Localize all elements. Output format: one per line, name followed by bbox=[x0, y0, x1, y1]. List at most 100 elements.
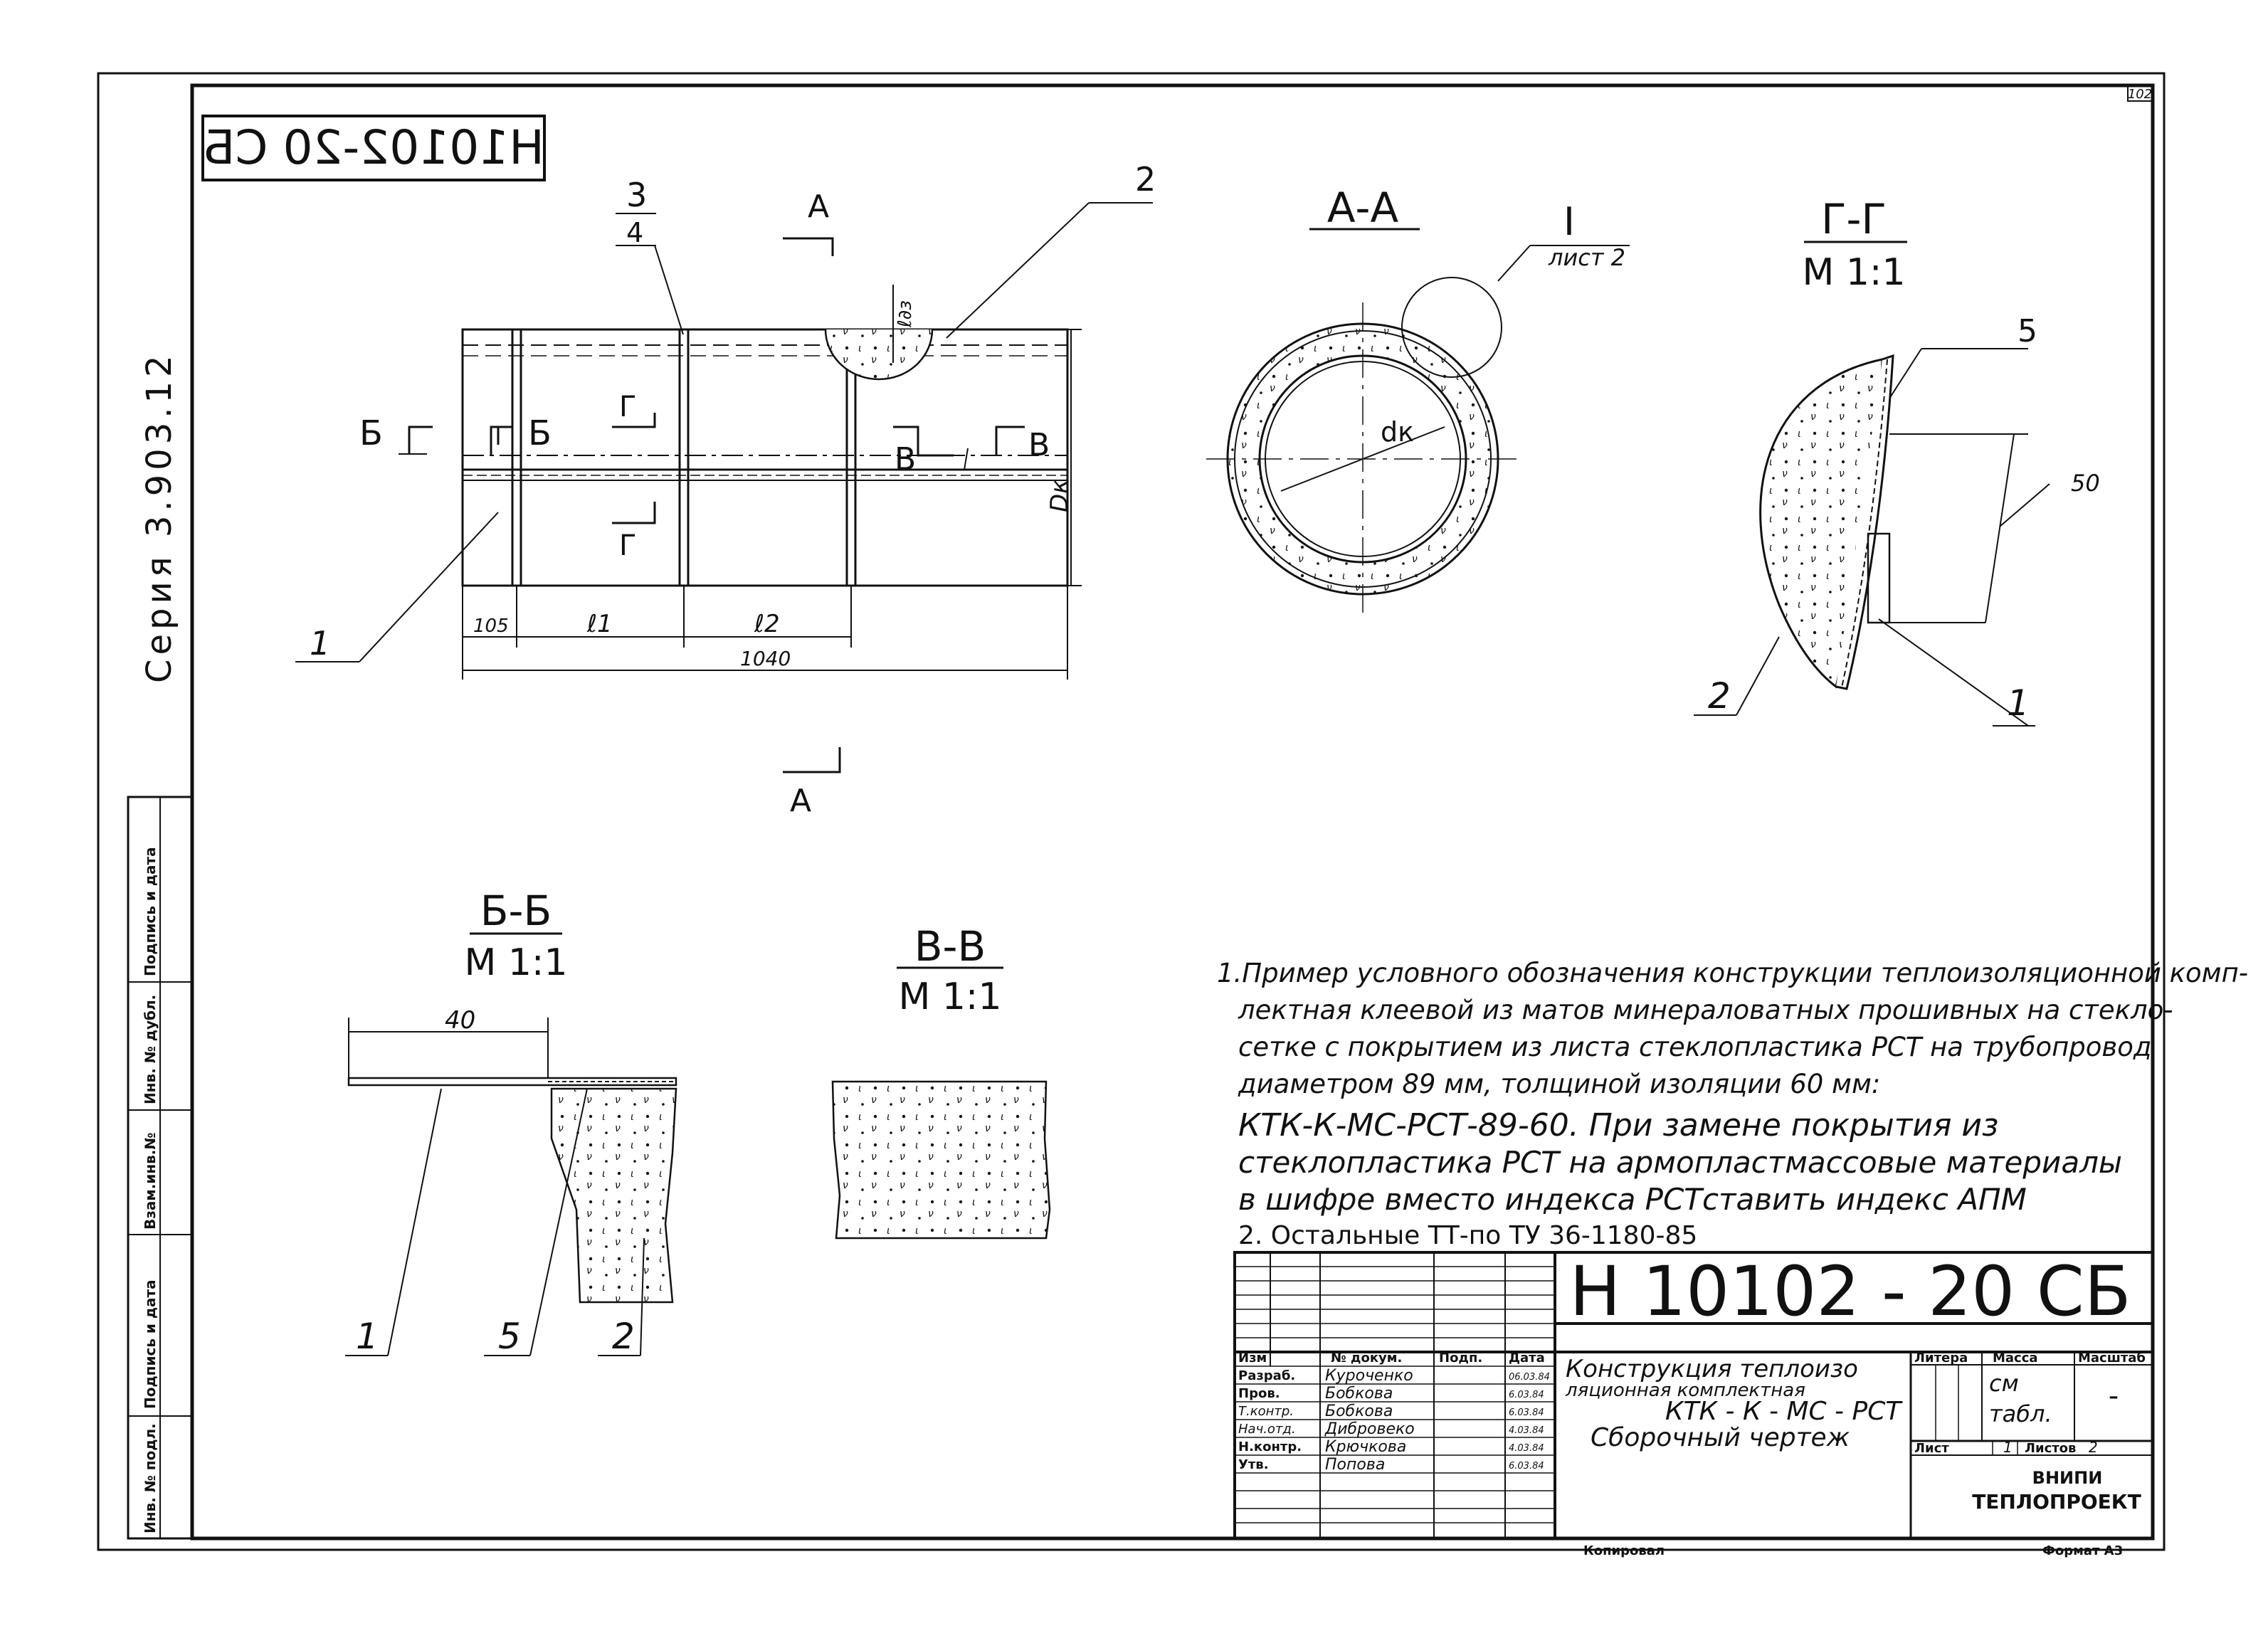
aa-dim-dk: dк bbox=[1381, 416, 1414, 448]
pos-1: 1 bbox=[310, 624, 330, 662]
outer-border bbox=[97, 72, 2166, 1551]
tb-date-3: 4.03.84 bbox=[1509, 1425, 1544, 1436]
tb-col-date: Дата bbox=[1509, 1351, 1545, 1366]
tb-masshtab-value: - bbox=[2109, 1380, 2119, 1412]
dim-l1: ℓ1 bbox=[586, 610, 613, 638]
tb-date-4: 4.03.84 bbox=[1509, 1443, 1544, 1454]
tb-massa-value-1: см bbox=[1989, 1370, 2019, 1397]
section-vv-title: В-В bbox=[914, 922, 986, 971]
tb-org-1: ВНИПИ bbox=[2032, 1468, 2103, 1488]
tb-code: Н 10102 - 20 СБ bbox=[1569, 1252, 2131, 1331]
tb-listov-label: Листов bbox=[2025, 1441, 2076, 1456]
note-line-7: в шифре вместо индекса РСТставить индекс… bbox=[1238, 1182, 2027, 1217]
tb-copied: Копировал bbox=[1583, 1543, 1665, 1558]
detail-i-label: I bbox=[1563, 199, 1575, 244]
section-aa: А-А dк I лист 2 bbox=[1206, 184, 1630, 616]
tb-list-label: Лист bbox=[1914, 1441, 1949, 1456]
tb-date-2: 6.03.84 bbox=[1509, 1407, 1544, 1418]
stamp-vzam-inv: Взам.инв.№ bbox=[142, 1133, 159, 1230]
tb-litera: Литера bbox=[1914, 1351, 1968, 1366]
section-gg: Г-Г М 1:1 50 5 2 1 bbox=[1694, 195, 2100, 727]
tb-role-3: Нач.отд. bbox=[1238, 1422, 1296, 1437]
tb-org-2: ТЕПЛОПРОЕКТ bbox=[1972, 1490, 2141, 1514]
series-label: Серия 3.903.12 bbox=[139, 351, 179, 683]
cut-v-right: В bbox=[1028, 427, 1050, 463]
section-vv-scale: М 1:1 bbox=[898, 976, 1001, 1018]
note-line-6: стеклопластика РСТ на армопластмассовые … bbox=[1238, 1145, 2122, 1180]
bb-pos-2: 2 bbox=[612, 1316, 635, 1357]
title-block-text: Н 10102 - 20 СБ Конструкция теплоизо ляц… bbox=[1238, 1252, 2146, 1558]
cut-a-bottom: А bbox=[790, 783, 811, 819]
cut-b-right: Б bbox=[528, 413, 552, 453]
note-line-2: лектная клеевой из матов минераловатных … bbox=[1238, 995, 2173, 1025]
gg-pos-1: 1 bbox=[2007, 682, 2030, 724]
mirrored-code-box bbox=[201, 115, 546, 181]
cut-v-left: В bbox=[895, 441, 916, 477]
section-vv: В-В М 1:1 bbox=[831, 922, 1051, 1240]
tb-massa-value-2: табл. bbox=[1989, 1400, 2052, 1427]
tb-role-4: Н.контр. bbox=[1238, 1440, 1302, 1454]
bb-pos-5: 5 bbox=[498, 1316, 521, 1357]
tb-role-0: Разраб. bbox=[1238, 1368, 1295, 1383]
tb-listov-value: 2 bbox=[2089, 1439, 2098, 1456]
tb-date-5: 6.03.84 bbox=[1509, 1461, 1544, 1472]
pos-3: 3 bbox=[626, 176, 647, 214]
section-bb: Б-Б М 1:1 40 1 5 2 bbox=[345, 887, 677, 1357]
section-gg-title: Г-Г bbox=[1821, 195, 1887, 243]
tb-title-3: КТК - К - МС - РСТ bbox=[1665, 1397, 1903, 1426]
tb-col-doc: № докум. bbox=[1331, 1351, 1402, 1366]
section-bb-scale: М 1:1 bbox=[464, 941, 567, 984]
tb-name-4: Крючкова bbox=[1325, 1438, 1406, 1456]
tb-role-5: Утв. bbox=[1238, 1457, 1269, 1472]
cut-a-top: А bbox=[808, 189, 829, 225]
tb-name-2: Бобкова bbox=[1325, 1403, 1393, 1420]
note-line-1: 1.Пример условного обозначения конструкц… bbox=[1217, 958, 2248, 988]
tb-name-5: Попова bbox=[1325, 1456, 1385, 1474]
stamp-sign-date-2: Подпись и дата bbox=[142, 847, 159, 976]
tb-massa: Масса bbox=[1993, 1351, 2038, 1366]
dim-lb: ℓ∂з bbox=[895, 300, 916, 328]
side-stamp: Инв. № подл. Подпись и дата Взам.инв.№ И… bbox=[127, 796, 194, 1540]
tb-role-2: Т.контр. bbox=[1238, 1404, 1294, 1419]
mirrored-code: Н10102-20 СБ bbox=[203, 120, 544, 175]
tb-name-3: Дибровеко bbox=[1324, 1420, 1415, 1438]
dim-1040: 1040 bbox=[740, 647, 791, 670]
tb-title-1: Конструкция теплоизо bbox=[1566, 1355, 1858, 1383]
stamp-sign-date-1: Подпись и дата bbox=[142, 1279, 159, 1409]
tb-title-2: ляционная комплектная bbox=[1565, 1380, 1805, 1401]
section-gg-scale: М 1:1 bbox=[1802, 251, 1905, 294]
dim-105: 105 bbox=[473, 616, 509, 637]
dim-l2: ℓ2 bbox=[754, 610, 780, 638]
tb-title-4: Сборочный чертеж bbox=[1591, 1423, 1850, 1452]
tb-date-1: 6.03.84 bbox=[1509, 1390, 1544, 1400]
tb-role-1: Пров. bbox=[1238, 1386, 1280, 1401]
gg-pos-2: 2 bbox=[1708, 675, 1731, 717]
main-view bbox=[295, 202, 1153, 773]
bb-pos-1: 1 bbox=[356, 1316, 379, 1357]
tb-masshtab: Масштаб bbox=[2078, 1351, 2146, 1366]
note-line-8: 2. Остальные ТТ-по ТУ 36-1180-85 bbox=[1238, 1221, 1697, 1250]
tb-date-0: 06.03.84 bbox=[1509, 1372, 1550, 1383]
notes: 1.Пример условного обозначения конструкц… bbox=[1217, 958, 2248, 1250]
title-block bbox=[1233, 1251, 2154, 1540]
tb-name-1: Бобкова bbox=[1325, 1385, 1393, 1403]
tb-list-value: 1 bbox=[2003, 1439, 2013, 1456]
gg-dim-50: 50 bbox=[2071, 470, 2100, 497]
pos-2: 2 bbox=[1135, 160, 1156, 199]
note-line-3: сетке с покрытием из листа стеклопластик… bbox=[1238, 1032, 2151, 1062]
note-line-4: диаметром 89 мм, толщиной изоляции 60 мм… bbox=[1238, 1069, 1880, 1099]
gg-pos-5: 5 bbox=[2018, 313, 2037, 349]
cut-b-left: Б bbox=[359, 413, 383, 453]
tb-name-0: Куроченко bbox=[1325, 1367, 1413, 1385]
cut-g-bottom: Г bbox=[619, 529, 636, 562]
section-bb-title: Б-Б bbox=[480, 887, 552, 935]
cut-g-top: Г bbox=[619, 391, 636, 423]
detail-i-sheet: лист 2 bbox=[1548, 244, 1625, 271]
section-aa-title: А-А bbox=[1327, 184, 1399, 232]
dim-dk: Dк bbox=[1045, 479, 1074, 512]
stamp-inv-podl: Инв. № подл. bbox=[142, 1423, 159, 1533]
tb-col-sign: Подп. bbox=[1439, 1351, 1482, 1366]
stamp-inv-dubl: Инв. № дубл. bbox=[142, 995, 159, 1104]
tb-col-izm: Изм bbox=[1238, 1351, 1267, 1366]
